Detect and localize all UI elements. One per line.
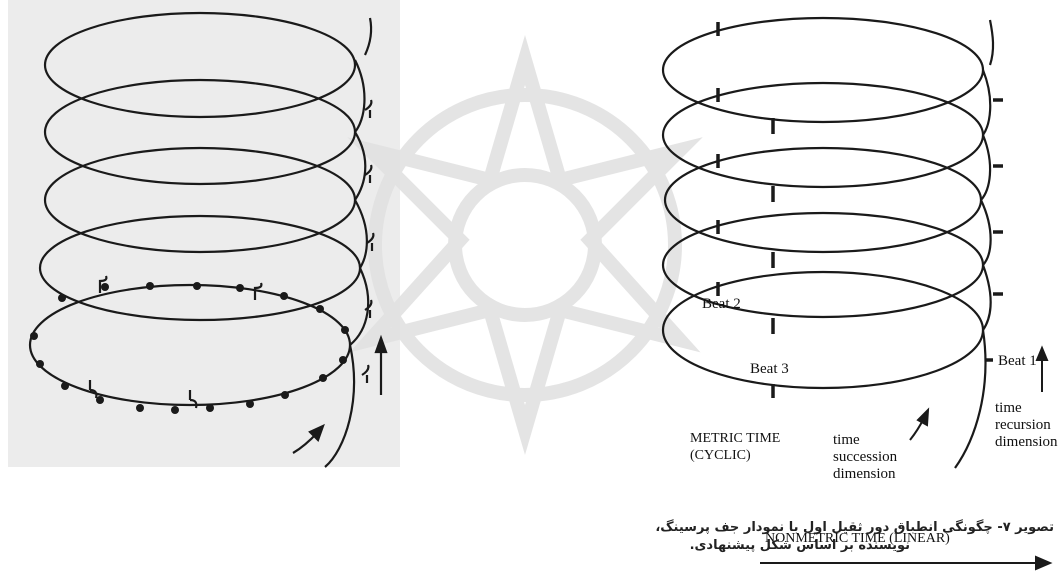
left-helix [28, 11, 373, 468]
nonmetric-time-label: NONMETRIC TIME (LINEAR) [765, 531, 950, 546]
metric-time-label: METRIC TIME [690, 431, 780, 446]
caption-line-2: نویسنده بر اساس شکل پیشنهادی. [689, 538, 910, 553]
right-helix [661, 16, 995, 469]
beat-3-label: Beat 3 [750, 361, 789, 377]
recursion-label-2: recursion [995, 417, 1051, 433]
left-panel-background [8, 0, 400, 467]
metric-time-cyclic-label: (CYCLIC) [690, 448, 751, 463]
right-helix-beat-ticks [716, 22, 1003, 398]
left-arrows [292, 334, 388, 454]
succession-label-3: dimension [833, 466, 896, 482]
watermark-rosette [347, 35, 703, 455]
recursion-label-1: time [995, 400, 1022, 416]
left-helix-dots [30, 282, 349, 414]
succession-label-2: succession [833, 449, 898, 465]
beat-1-label: Beat 1 [998, 353, 1037, 369]
left-helix-note-marks [88, 99, 375, 409]
right-arrows [760, 345, 1053, 571]
succession-label-1: time [833, 432, 860, 448]
recursion-label-3: dimension [995, 434, 1058, 450]
beat-2-label: Beat 2 [702, 296, 741, 312]
caption-line-1: تصویر ۷- چگونگی انطباق دور ثقیل اول با ن… [655, 520, 1054, 535]
